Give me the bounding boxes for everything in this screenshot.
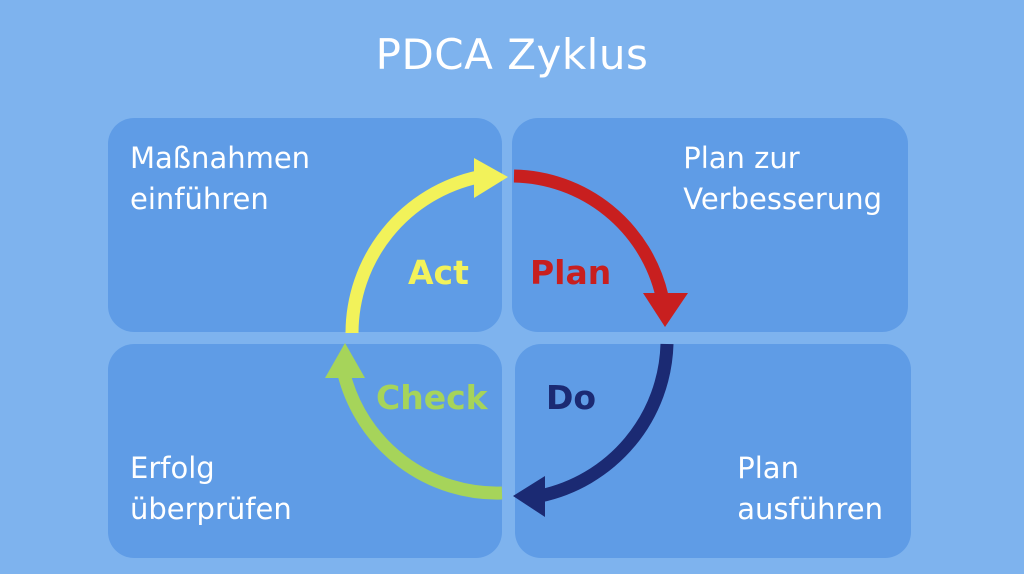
quadrant-act: Maßnahmen einführen — [108, 118, 502, 332]
quadrant-act-line-1: Maßnahmen — [130, 141, 311, 175]
quadrant-do-line-1: Plan — [737, 451, 799, 485]
quadrant-check: Erfolg überprüfen — [108, 344, 502, 558]
quadrant-plan: Plan zur Verbesserung — [512, 118, 908, 332]
phase-do-label: Do — [546, 378, 597, 417]
plan-arrowhead — [643, 293, 688, 327]
check-arrowhead — [325, 343, 365, 378]
quadrant-check-line-2: überprüfen — [130, 492, 292, 526]
quadrant-plan-label: Plan zur Verbesserung — [683, 138, 882, 220]
act-arrowhead — [474, 158, 508, 198]
quadrant-act-label: Maßnahmen einführen — [130, 138, 310, 220]
check-arc — [337, 372, 503, 500]
quadrant-plan-line-1: Plan zur — [683, 141, 800, 175]
quadrant-check-line-1: Erfolg — [130, 451, 215, 485]
plan-arc — [513, 169, 669, 298]
phase-plan-label: Plan — [530, 253, 612, 292]
quadrant-do-label: Plan ausführen — [737, 448, 883, 530]
quadrant-plan-line-2: Verbesserung — [683, 182, 882, 216]
quadrant-check-label: Erfolg überprüfen — [130, 448, 292, 530]
quadrant-do-line-2: ausführen — [737, 492, 883, 526]
act-arc — [345, 170, 480, 334]
do-arrowhead — [513, 476, 545, 517]
quadrant-do: Plan ausführen — [515, 344, 911, 558]
page-title: PDCA Zyklus — [375, 30, 649, 79]
quadrant-act-line-2: einführen — [130, 182, 269, 216]
do-arc — [538, 343, 674, 503]
phase-check-label: Check — [376, 378, 488, 417]
phase-act-label: Act — [408, 253, 469, 292]
